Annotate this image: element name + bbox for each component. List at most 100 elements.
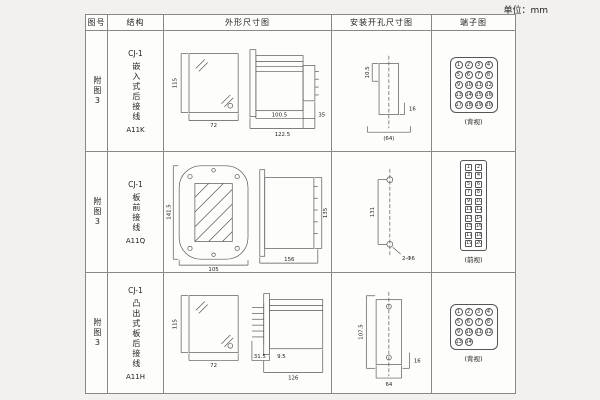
terminal-pin-3: 3 (474, 307, 483, 316)
dim-pin-depth: 31.5 (253, 354, 265, 360)
hole-spec-label: 2-Φ6 (401, 256, 415, 262)
terminal-pin-9: 9 (454, 80, 463, 89)
structure-cell-row3: CJ-1 凸出式板后接线 A11H (108, 273, 164, 394)
fig-no-label: 附图3 (92, 317, 102, 349)
terminal-pin-12: 12 (484, 327, 493, 336)
terminal-pin-13: 13 (454, 337, 463, 346)
hole-layout (377, 168, 401, 255)
front-view (172, 164, 248, 265)
dim-mount-b: 16 (413, 358, 420, 364)
terminal-pin-11: 11 (465, 206, 472, 214)
view-label: (背视) (464, 117, 483, 126)
terminal-pin-10: 10 (464, 80, 473, 89)
dim-total-depth: 122.5 (274, 131, 289, 137)
terminal-pin-4: 4 (475, 172, 482, 180)
dim-labels: 115 72 31.5 9.5 126 (172, 319, 298, 382)
structure-label: 凸出式板后接线 (131, 298, 141, 369)
terminal-pin-19: 19 (465, 240, 472, 248)
model-code: A11Q (125, 236, 146, 245)
dim-gap: 9.5 (277, 354, 286, 360)
dim-body-height: 135 (323, 207, 329, 217)
terminal-pin-9: 9 (454, 327, 463, 336)
model-code: A11H (126, 372, 145, 381)
dim-front-width: 72 (210, 362, 217, 368)
model-label: CJ-1 (128, 48, 143, 58)
terminal-pin-14: 14 (475, 214, 482, 222)
cutout-view (366, 55, 411, 133)
fig-no-cell-row1: 附图3 (86, 31, 108, 152)
side-view (258, 168, 322, 263)
outline-drawing-a11h: 115 72 31.5 9.5 126 (172, 292, 323, 382)
terminal-pin-7: 7 (465, 189, 472, 197)
dim-front-height: 115 (172, 77, 178, 87)
outline-drawing-a11q: 141.5 105 156 135 (166, 164, 329, 272)
fig-no-label: 附图3 (92, 196, 102, 228)
terminal-pin-8: 8 (484, 317, 493, 326)
terminal-pin-17: 17 (465, 231, 472, 239)
dim-front-width: 105 (208, 267, 218, 272)
terminal-pin-18: 18 (464, 100, 473, 109)
terminal-pin-3: 3 (474, 60, 483, 69)
structure-cell-row2: CJ-1 板前接线 A11Q (108, 152, 164, 273)
structure-label: 嵌入式后接线 (131, 61, 141, 122)
header-structure: 结构 (108, 15, 164, 31)
terminal-pin-15: 15 (465, 223, 472, 231)
dim-total-depth: 156 (284, 257, 295, 263)
dim-front-width: 72 (210, 122, 217, 128)
terminal-pin-10: 10 (464, 327, 473, 336)
structure-label: 板前接线 (131, 192, 141, 233)
outline-cell-row1: 115 72 100.5 122.5 35 (164, 31, 332, 152)
dim-rear-depth: 35 (318, 112, 325, 118)
terminal-pin-2: 2 (464, 60, 473, 69)
terminal-pin-4: 4 (484, 60, 493, 69)
terminal-pin-1: 1 (454, 307, 463, 316)
header-fig-no: 图号 (86, 15, 108, 31)
terminal-pin-18: 18 (475, 231, 482, 239)
terminal-pin-12: 12 (475, 206, 482, 214)
terminal-pin-8: 8 (484, 70, 493, 79)
structure-cell-row1: CJ-1 嵌入式后接线 A11K (108, 31, 164, 152)
terminal-pin-16: 16 (475, 223, 482, 231)
unit-label: 单位：mm (503, 6, 548, 16)
view-label: (背视) (464, 354, 483, 363)
fig-no-cell-row3: 附图3 (86, 273, 108, 394)
model-label: CJ-1 (128, 285, 143, 295)
cutout-view (365, 291, 410, 378)
terminal-pin-17: 17 (454, 100, 463, 109)
dim-labels: 10.5 16 (64) (364, 66, 416, 142)
header-mounting-dims: 安装开孔尺寸图 (332, 15, 432, 31)
terminal-pin-15: 15 (474, 90, 483, 99)
view-label: (前视) (464, 256, 483, 265)
terminal-pin-13: 13 (454, 90, 463, 99)
terminal-pin-8: 8 (475, 189, 482, 197)
side-view (251, 292, 323, 373)
terminal-pin-19: 19 (474, 100, 483, 109)
dimension-table: 图号 结构 外形尺寸图 安装开孔尺寸图 端子图 附图3 CJ-1 嵌入式后接线 … (85, 14, 516, 394)
fig-no-label: 附图3 (92, 75, 102, 107)
side-view (249, 48, 319, 129)
terminal-pin-3: 3 (465, 172, 472, 180)
terminal-pin-6: 6 (475, 180, 482, 188)
model-code: A11K (126, 125, 145, 134)
dim-mount-b: 16 (408, 106, 415, 112)
dim-body-depth: 126 (288, 375, 299, 381)
terminal-pin-2: 2 (475, 163, 482, 171)
terminal-pin-13: 13 (465, 214, 472, 222)
terminal-pin-11: 11 (474, 327, 483, 336)
terminal-pin-6: 6 (464, 317, 473, 326)
dim-mount-a: 107.5 (358, 324, 364, 339)
dim-mount-c: (64) (383, 136, 394, 142)
terminal-pin-5: 5 (454, 317, 463, 326)
terminal-pin-1: 1 (454, 60, 463, 69)
terminal-pin-10: 10 (475, 197, 482, 205)
mounting-drawing-a11q: 131 2-Φ6 (370, 168, 415, 262)
outline-cell-row3: 115 72 31.5 9.5 126 (164, 273, 332, 394)
front-view (180, 294, 239, 361)
fig-no-cell-row2: 附图3 (86, 152, 108, 273)
terminal-pin-7: 7 (474, 70, 483, 79)
